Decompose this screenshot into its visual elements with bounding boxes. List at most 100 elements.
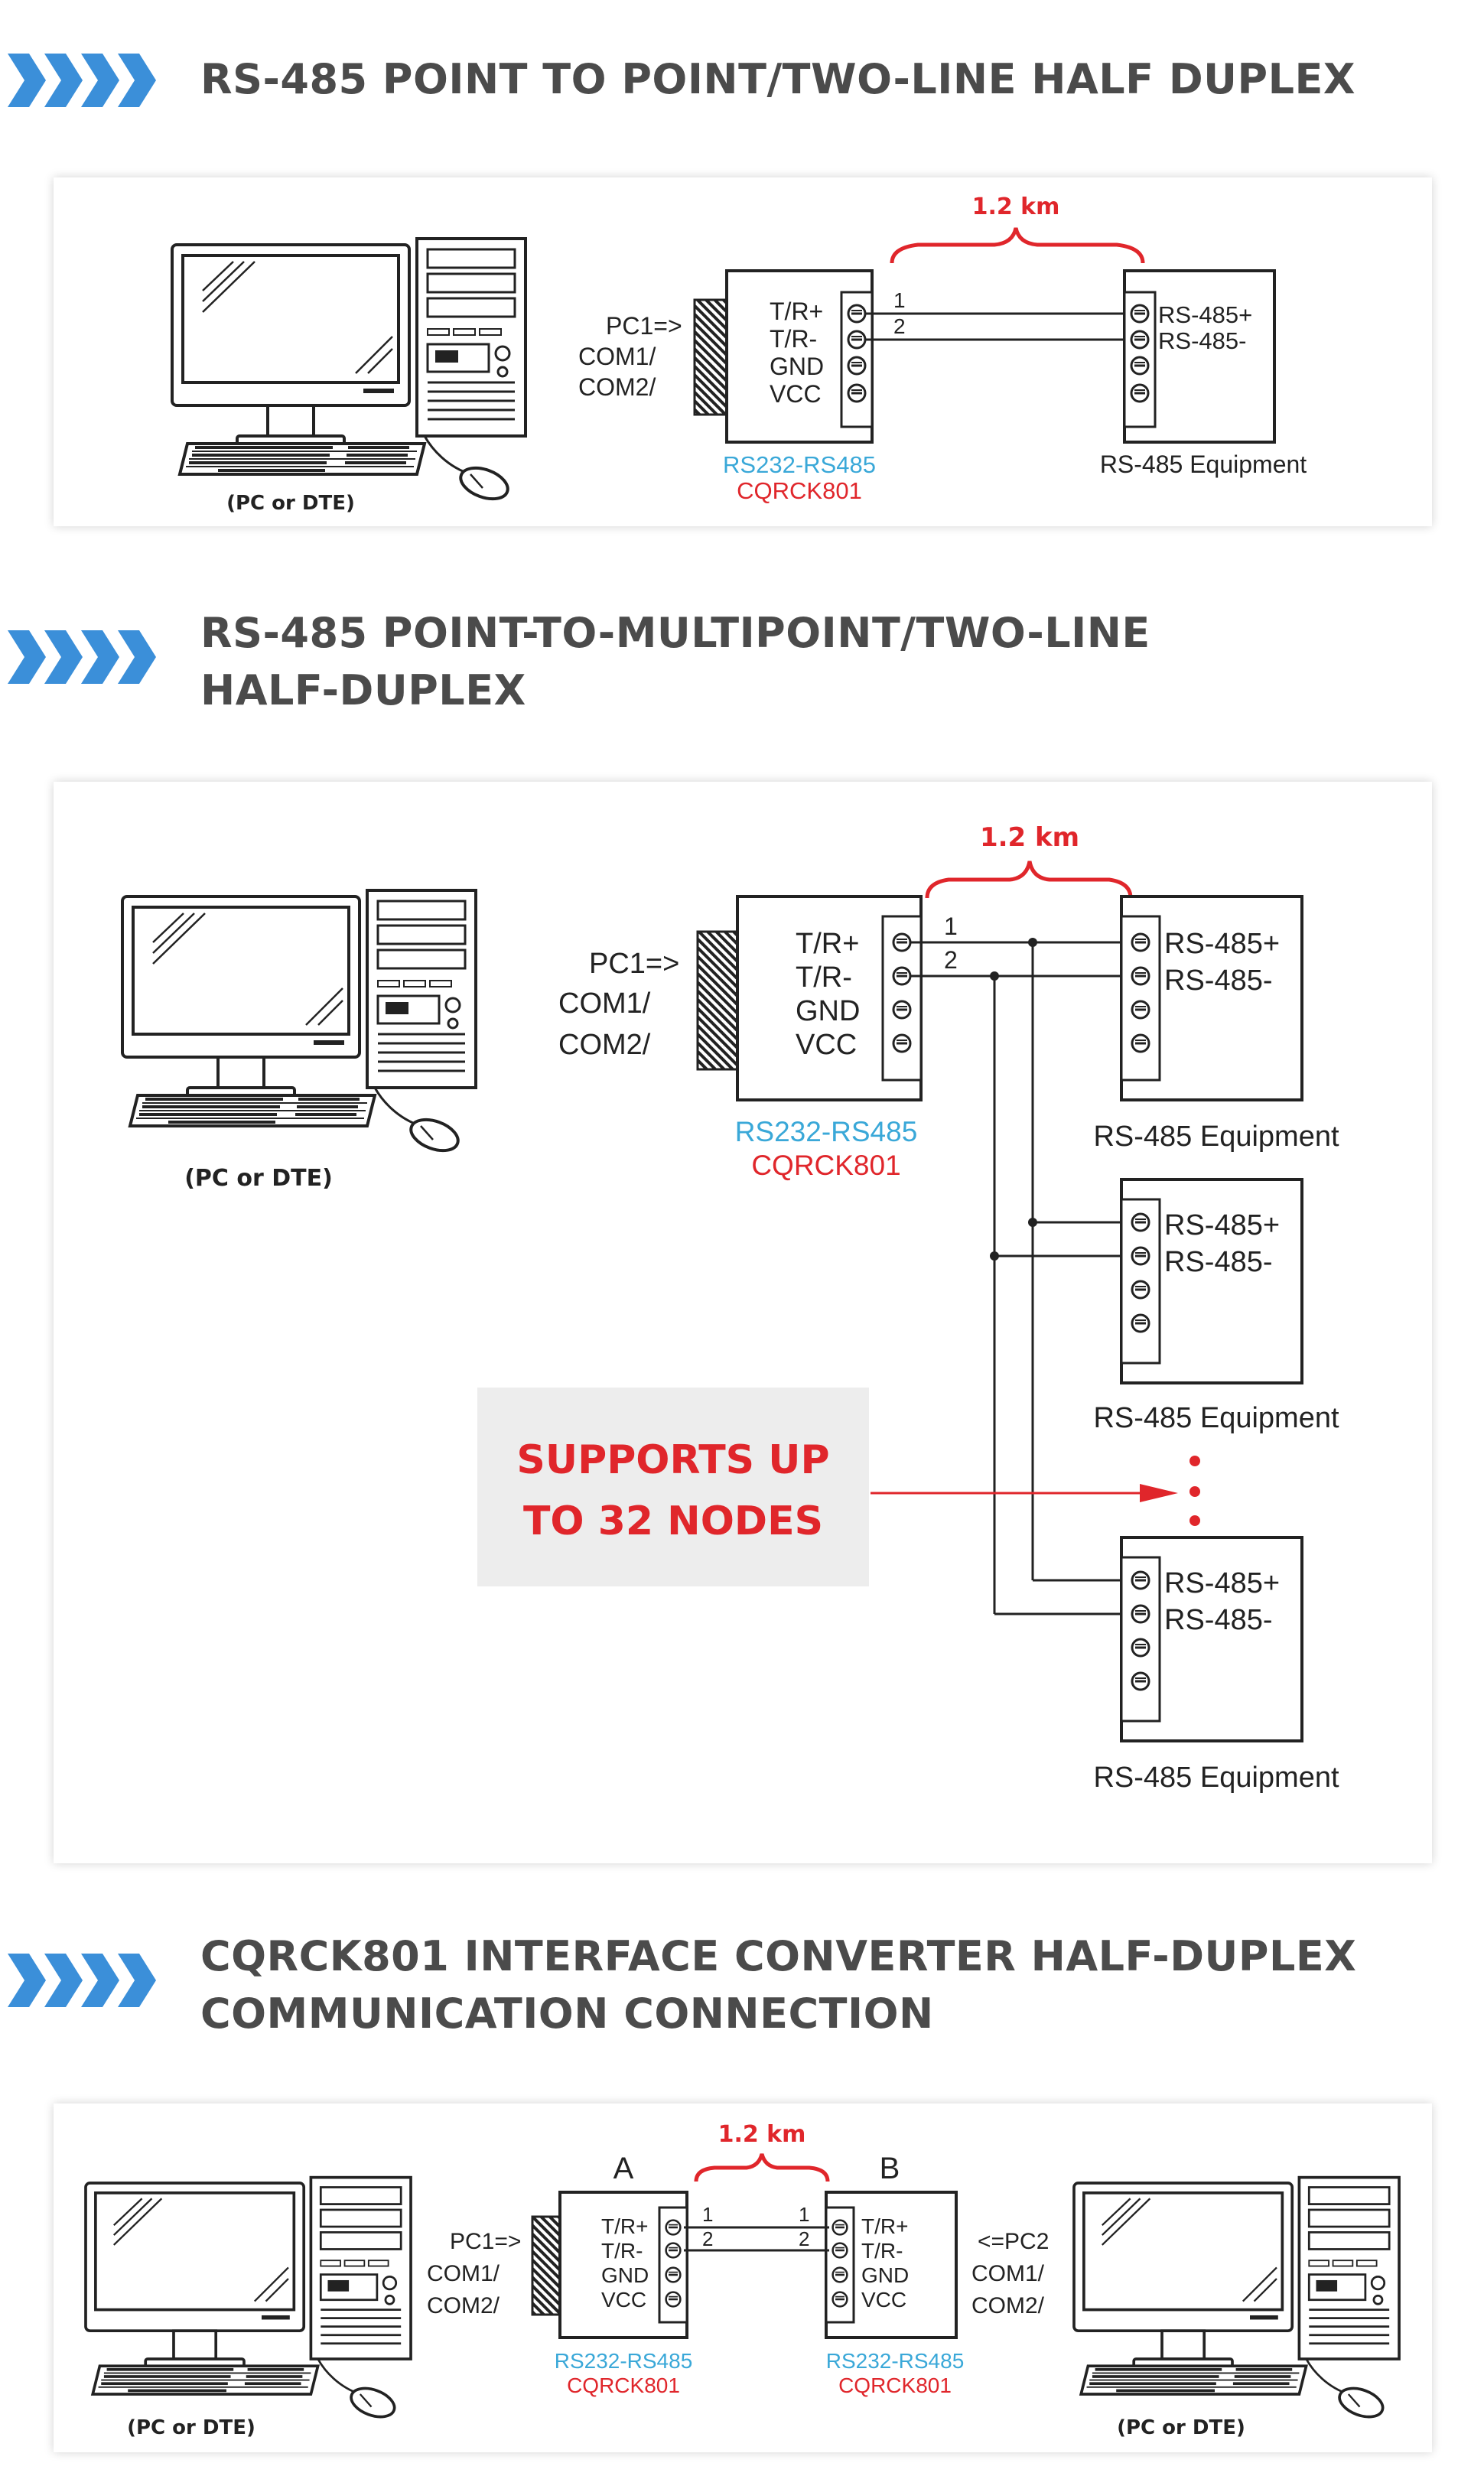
wire-2-label: 2: [893, 314, 906, 338]
screw-icon: [1131, 1570, 1150, 1590]
device-label-a: A: [613, 2152, 634, 2185]
chevron-arrows-icon: [8, 54, 156, 107]
terminal-gnd: GND: [601, 2263, 649, 2287]
terminal-gnd: GND: [770, 353, 824, 380]
equipment-rs485-minus: RS-485-: [1164, 965, 1273, 997]
screw-icon: [1131, 1638, 1150, 1658]
terminal-gnd: GND: [796, 995, 860, 1027]
equipment-label: RS-485 Equipment: [1093, 1402, 1339, 1434]
wire-1-label: 1: [944, 913, 958, 940]
screw-icon: [1130, 304, 1150, 324]
computer-label: (PC or DTE): [226, 492, 355, 515]
screw-icon: [1130, 356, 1150, 376]
wire-2-label: 2: [944, 946, 958, 974]
equipment-label: RS-485 Equipment: [1100, 451, 1307, 478]
section-header-1: RS-485 POINT TO POINT/TWO-LINE HALF DUPL…: [0, 46, 1484, 115]
pc1-port-label: PC1=>: [606, 312, 682, 340]
wire-1-label-a: 1: [702, 2203, 713, 2226]
screw-icon: [892, 966, 912, 986]
screw-icon: [831, 2242, 848, 2259]
callout-arrow-head-icon: [1140, 1484, 1178, 1502]
pc2-port-label: <=PC2: [978, 2229, 1049, 2254]
com1-label: COM1/: [578, 343, 656, 370]
converter-a-model-label: CQRCK801: [567, 2373, 680, 2397]
com2-label: COM2/: [427, 2293, 500, 2318]
terminal-vcc: VCC: [796, 1029, 857, 1061]
db9-connector-icon: [696, 930, 739, 1071]
computer-label: (PC or DTE): [184, 1165, 333, 1192]
terminal-tr-plus: T/R+: [796, 928, 859, 960]
diagram-point-to-multipoint: (PC or DTE) PC1=> COM1/ COM2/ T/R+ T/R- …: [121, 822, 1339, 1794]
screw-icon: [892, 1000, 912, 1020]
converter-type-label: RS232-RS485: [723, 451, 876, 478]
screw-icon: [1131, 1671, 1150, 1691]
nodes-callout-line1: SUPPORTS UP: [516, 1437, 829, 1483]
converter-model-label: CQRCK801: [737, 477, 862, 504]
screw-icon: [1131, 1280, 1150, 1300]
rs485-equipment-1: RS-485+ RS-485-: [1120, 895, 1303, 1101]
chevron-arrows-icon: [8, 1954, 156, 2007]
nodes-callout-line2: TO 32 NODES: [523, 1498, 823, 1544]
equipment-rs485-plus: RS-485+: [1164, 1567, 1280, 1599]
wire-1-label-b: 1: [799, 2203, 809, 2226]
bus-wires: [910, 941, 1140, 1615]
distance-brace: [925, 861, 1133, 899]
equipment-rs485-plus: RS-485+: [1158, 301, 1252, 328]
nodes-callout-box: [477, 1388, 869, 1586]
com2-label: COM2/: [578, 373, 656, 401]
diagram-converter-to-converter: (PC or DTE) (PC or DTE) PC1=> COM1/ COM2…: [84, 2121, 1401, 2439]
screw-icon: [847, 383, 867, 403]
terminal-vcc-b: VCC: [861, 2288, 906, 2312]
converter-model-label: CQRCK801: [751, 1150, 900, 1181]
screw-icon: [1130, 330, 1150, 350]
equipment-rs485-minus: RS-485-: [1164, 1246, 1273, 1278]
screw-icon: [1130, 383, 1150, 403]
rs485-equipment-3: RS-485+ RS-485-: [1120, 1536, 1303, 1742]
pc1-port-label: PC1=>: [450, 2229, 521, 2254]
terminal-tr-minus-b: T/R-: [861, 2239, 903, 2263]
section-header-3: CQRCK801 INTERFACE CONVERTER HALF-DUPLEX…: [0, 1928, 1484, 2058]
screw-icon: [1131, 1313, 1150, 1333]
distance-label: 1.2 km: [980, 822, 1079, 853]
screw-icon: [665, 2219, 682, 2236]
screw-icon: [665, 2242, 682, 2259]
diagram-panel-converter-to-converter: (PC or DTE) (PC or DTE) PC1=> COM1/ COM2…: [54, 2103, 1432, 2452]
db9-connector-icon: [531, 2215, 561, 2316]
equipment-rs485-plus: RS-485+: [1164, 928, 1280, 960]
terminal-vcc: VCC: [601, 2288, 646, 2312]
section-title-1: RS-485 POINT TO POINT/TWO-LINE HALF DUPL…: [200, 55, 1356, 103]
more-nodes-dots: [1189, 1456, 1200, 1526]
diagram-panel-point-to-point: (PC or DTE) PC1=> COM1/ COM2/ T/R+ T/R- …: [54, 177, 1432, 526]
terminal-tr-plus-b: T/R+: [861, 2214, 908, 2238]
screw-icon: [1131, 1604, 1150, 1624]
terminal-tr-minus: T/R-: [770, 325, 817, 353]
screw-icon: [1131, 1212, 1150, 1232]
screw-icon: [831, 2291, 848, 2308]
distance-label: 1.2 km: [718, 2121, 806, 2148]
converter-type-label: RS232-RS485: [735, 1116, 918, 1147]
screw-icon: [892, 1033, 912, 1053]
screw-icon: [1131, 932, 1150, 952]
wire-2-label-a: 2: [702, 2227, 713, 2250]
screw-icon: [847, 330, 867, 350]
distance-label: 1.2 km: [972, 194, 1060, 220]
pc1-port-label: PC1=>: [589, 948, 679, 980]
screw-icon: [1131, 1033, 1150, 1053]
terminal-tr-minus: T/R-: [601, 2239, 643, 2263]
wire-1-label: 1: [893, 288, 906, 312]
computer-icon: [171, 237, 527, 506]
equipment-rs485-minus: RS-485-: [1164, 1604, 1273, 1636]
terminal-tr-minus: T/R-: [796, 961, 852, 994]
pc2-com1-label: COM1/: [971, 2261, 1045, 2286]
screw-icon: [1131, 1246, 1150, 1266]
terminal-gnd-b: GND: [861, 2263, 909, 2287]
terminal-vcc: VCC: [770, 380, 822, 408]
screw-icon: [831, 2219, 848, 2236]
screw-icon: [665, 2291, 682, 2308]
screw-icon: [831, 2266, 848, 2283]
equipment-rs485-minus: RS-485-: [1158, 327, 1246, 354]
com1-label: COM1/: [558, 987, 651, 1020]
screw-icon: [665, 2266, 682, 2283]
rs485-equipment-2: RS-485+ RS-485-: [1120, 1178, 1303, 1384]
equipment-label: RS-485 Equipment: [1093, 1762, 1339, 1794]
